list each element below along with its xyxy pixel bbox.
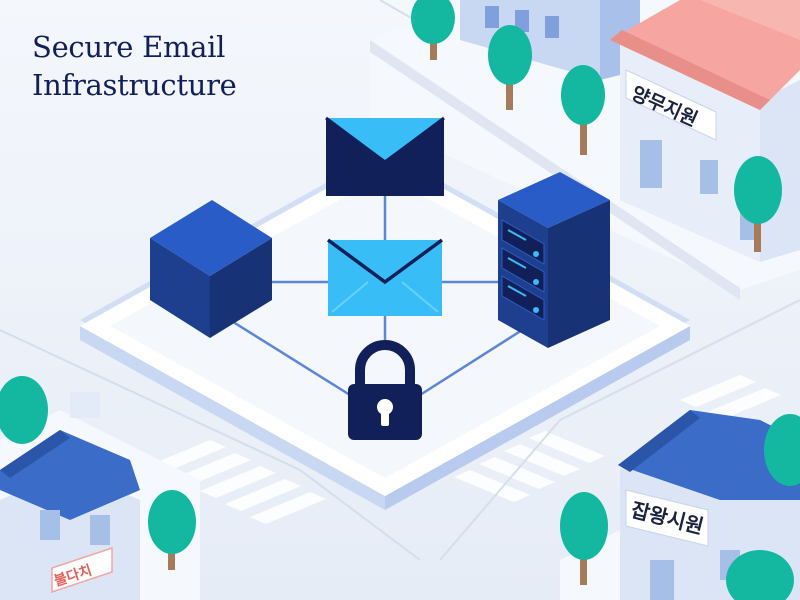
blue-building-top xyxy=(460,0,640,80)
tree-icon xyxy=(561,65,605,155)
page-title: Secure Email Infrastructure xyxy=(32,28,237,104)
envelope-icon xyxy=(325,116,445,196)
bottom-left-sign: 불다치 xyxy=(51,546,113,594)
tree-icon xyxy=(411,0,455,60)
tree-icon xyxy=(764,414,800,486)
cube-icon xyxy=(150,200,272,338)
title-line-1: Secure Email xyxy=(32,30,226,64)
street-markings xyxy=(150,375,781,524)
building-icon: 불다치 xyxy=(0,392,140,600)
tree-icon xyxy=(0,376,48,444)
tree-icon xyxy=(560,492,608,585)
title-line-2: Infrastructure xyxy=(32,68,237,102)
envelope-icon xyxy=(326,238,444,316)
tree-icon xyxy=(726,550,794,600)
tree-icon xyxy=(148,490,196,570)
padlock-icon xyxy=(348,340,422,440)
tree-icon xyxy=(488,25,532,110)
tree-icon xyxy=(734,156,782,252)
server-rack-icon xyxy=(498,172,610,348)
